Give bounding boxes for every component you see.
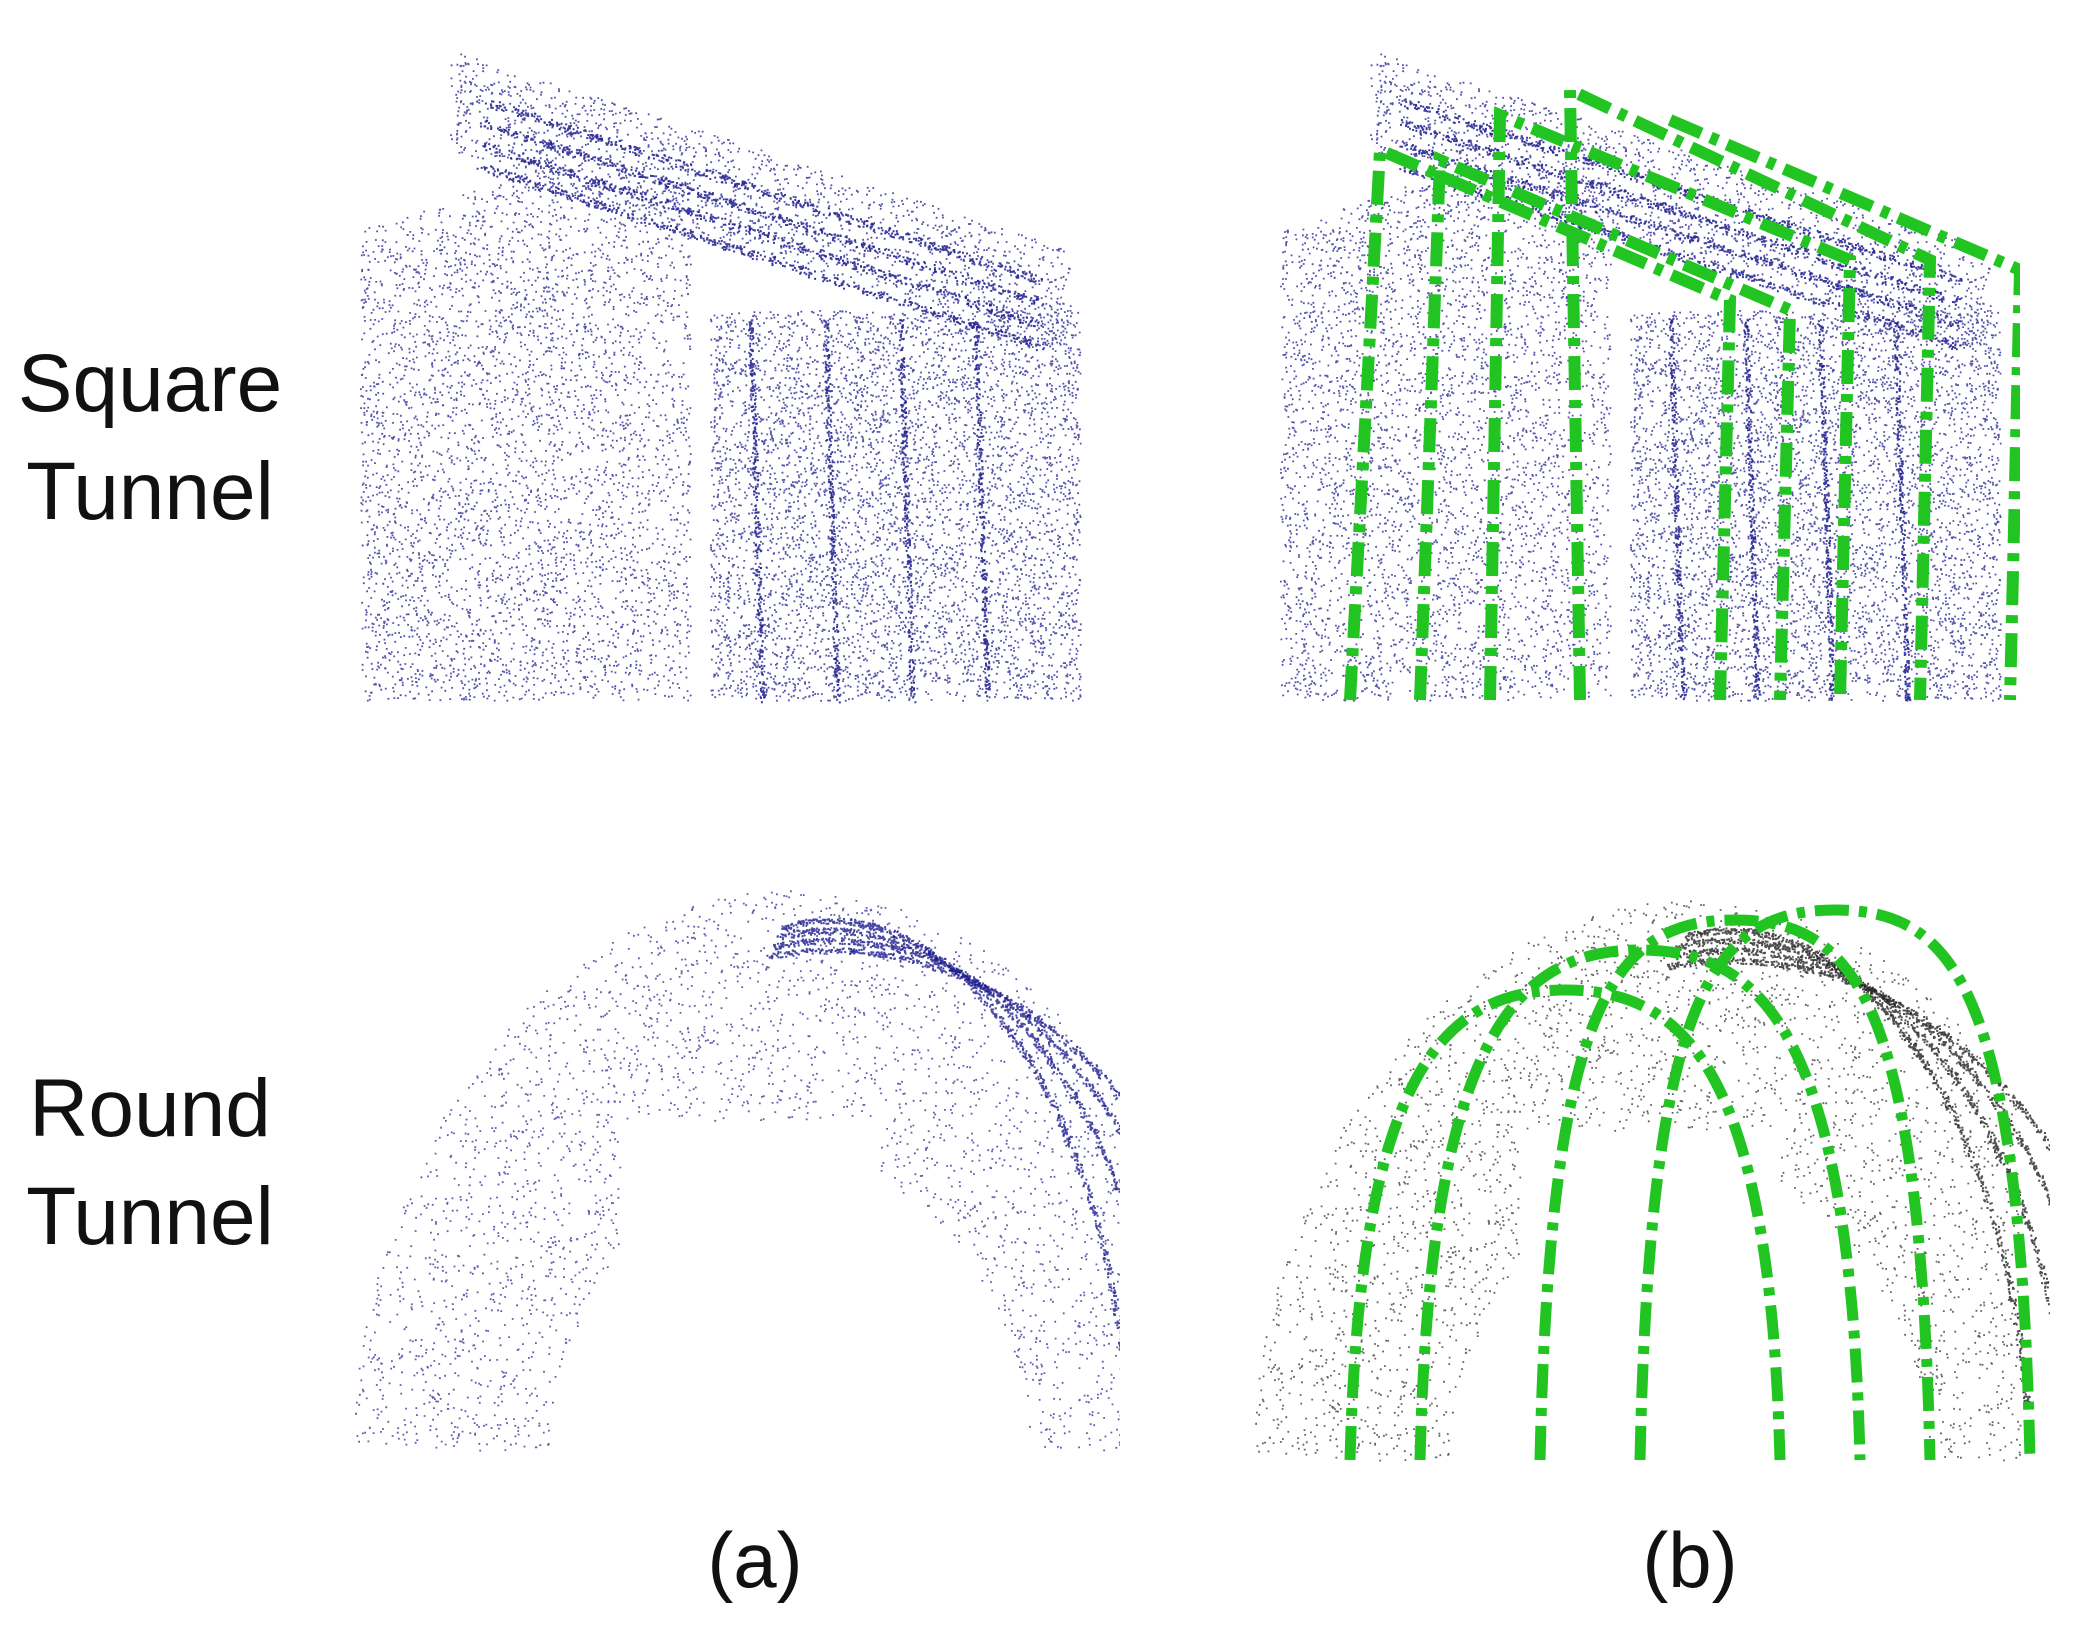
point-cloud-dots [898, 319, 917, 704]
square-tunnel-point-cloud [330, 30, 1100, 730]
fitted-profile-line [1484, 106, 1857, 701]
round-tunnel-fitted-point-cloud [1220, 870, 2050, 1470]
point-cloud-dots [748, 321, 766, 704]
point-cloud-dots [1400, 119, 1962, 306]
column-caption-a: (a) [707, 1516, 803, 1604]
fitted-profile-line [1634, 904, 2036, 1461]
point-cloud-dots [1280, 53, 2002, 702]
square-tunnel-fitted-point-cloud [1250, 30, 2020, 730]
point-cloud-dots [1675, 937, 2050, 1315]
fitted-profile-line [1534, 914, 1936, 1461]
point-cloud-dots [360, 53, 1082, 702]
fitted-profile-line [1563, 80, 1937, 701]
row-label-square-tunnel: Square Tunnel [0, 330, 300, 546]
point-cloud-dots [1668, 317, 1686, 701]
point-cloud-dots [972, 321, 991, 698]
point-cloud-dots [1817, 320, 1836, 701]
point-cloud-dots [482, 142, 1043, 328]
fitted-profile-line [1414, 151, 1797, 701]
row-label-line2: Tunnel [26, 446, 274, 537]
round-tunnel-point-cloud [320, 860, 1120, 1460]
column-caption-b: (b) [1642, 1516, 1738, 1604]
row-label-line2: Tunnel [26, 1171, 274, 1262]
point-cloud-dots [476, 100, 1043, 283]
point-cloud-dots [776, 927, 1120, 1193]
point-cloud-dots [1667, 957, 2050, 1152]
round-tunnel-fitted-image [1255, 900, 2050, 1462]
point-cloud-dots [781, 917, 1120, 1351]
row-label-line1: Round [29, 1063, 271, 1154]
row-label-round-tunnel: Round Tunnel [0, 1055, 300, 1271]
square-tunnel-fitted-image [1280, 53, 2020, 702]
point-cloud-dots [766, 947, 1120, 1100]
point-cloud-dots [1893, 322, 1912, 702]
square-tunnel-point-cloud-image [360, 53, 1082, 704]
point-cloud-dots [479, 119, 1045, 307]
point-cloud-dots [355, 890, 1120, 1452]
point-cloud-dots [1399, 140, 1961, 328]
point-cloud-dots [1670, 947, 2050, 1206]
point-cloud-dots [773, 937, 1120, 1135]
row-label-line1: Square [17, 338, 283, 429]
fitted-profile-line [1414, 944, 1866, 1461]
round-tunnel-point-cloud-image [355, 890, 1120, 1452]
fitted-profile-line [1344, 141, 1737, 701]
point-cloud-dots [1400, 98, 1962, 282]
fitted-profile-line [1344, 984, 1786, 1461]
fitted-profile-line [1667, 114, 2020, 701]
